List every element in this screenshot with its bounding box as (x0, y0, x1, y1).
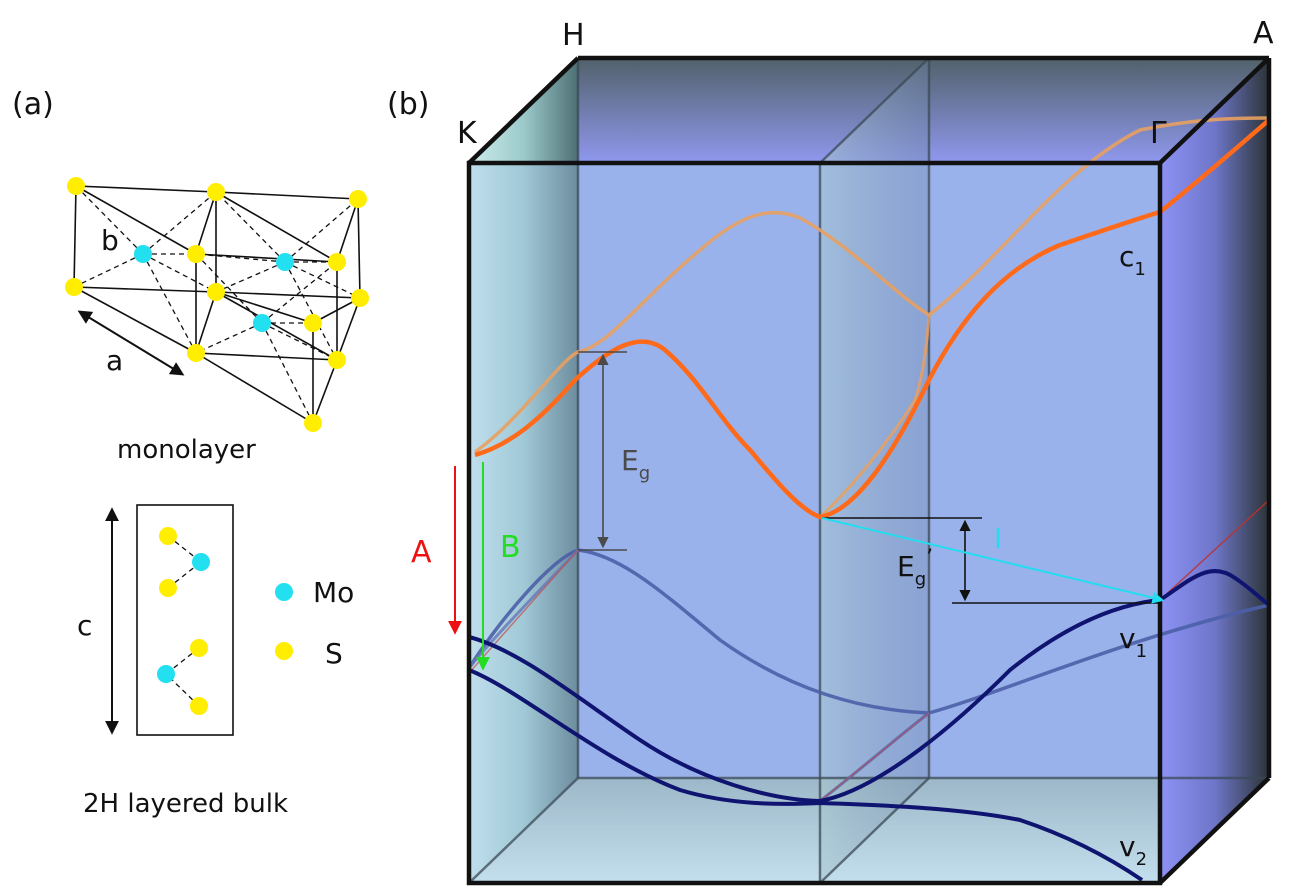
back-hint-line (468, 549, 579, 674)
lattice-label-b: b (101, 224, 119, 257)
band-label-c1: c1 (1119, 240, 1146, 280)
s-atom (187, 245, 205, 263)
s-atom (190, 639, 208, 657)
bulk-unit-cell (136, 504, 234, 736)
kpoint-label-H: H (562, 18, 585, 53)
mo-atom (134, 245, 152, 263)
box-top-face (469, 58, 1269, 163)
back-hint-line (819, 712, 930, 802)
panel-b-label: (b) (387, 87, 429, 122)
box-inner-edges (468, 57, 1269, 884)
bulk-caption: 2H layered bulk (83, 789, 288, 819)
panel-a-label: (a) (12, 87, 54, 122)
indirect-gap-indicator: Eg’ (822, 517, 1160, 604)
s-atom (190, 697, 208, 715)
legend-mo-label: Mo (313, 576, 354, 609)
back-valence-band (467, 548, 1270, 715)
lattice-label-c: c (77, 609, 92, 642)
band-v1 (468, 569, 1271, 804)
s-atom (187, 344, 205, 362)
s-atom (207, 183, 225, 201)
monolayer-caption: monolayer (117, 435, 256, 465)
back-hint-line (1159, 499, 1270, 601)
mo-atom (253, 314, 271, 332)
kpoint-label-gamma: Γ (1150, 116, 1167, 151)
band-label-v1: v1 (1119, 622, 1147, 662)
band-v2 (468, 668, 1144, 882)
s-atom (159, 527, 177, 545)
s-atom (351, 289, 369, 307)
legend-mo-swatch (275, 583, 293, 601)
s-atom (159, 579, 177, 597)
legend-s-swatch (275, 642, 293, 660)
s-atom (328, 253, 346, 271)
mo-atom (276, 253, 294, 271)
direct-gap-indicator: Eg (578, 351, 650, 551)
s-atom (207, 283, 225, 301)
monolayer-lattice (73, 185, 361, 424)
s-atom (304, 414, 322, 432)
s-atom (304, 314, 322, 332)
box-front-face (469, 163, 1160, 883)
direct-gap-label: Eg (621, 444, 650, 484)
box-right-face (1160, 58, 1269, 883)
transition-A-label: A (411, 535, 432, 570)
panel-b: (b) (387, 16, 1274, 886)
monolayer-mo-bonds (73, 185, 361, 424)
lattice-label-a: a (106, 344, 123, 377)
s-atom (349, 190, 367, 208)
indirect-gap-label: Eg’ (897, 546, 933, 590)
transition-B-label: B (500, 530, 521, 565)
mo-atom (192, 553, 210, 571)
lattice-vector-a-arrow (77, 310, 185, 376)
transition-I-label: I (994, 522, 1002, 555)
transition-I-arrow (821, 517, 1165, 604)
kpoint-label-A: A (1253, 16, 1274, 51)
panel-a: (a) (12, 87, 369, 819)
band-label-v2: v2 (1119, 830, 1147, 870)
monolayer-atoms (65, 177, 369, 432)
kpoint-label-K: K (457, 116, 478, 151)
s-atom (67, 177, 85, 195)
s-atom (65, 278, 83, 296)
s-atom (328, 351, 346, 369)
mo-atom (157, 665, 175, 683)
box-front-edges (466, 55, 1272, 886)
legend-s-label: S (325, 637, 343, 670)
back-conduction-band-k (818, 314, 931, 519)
